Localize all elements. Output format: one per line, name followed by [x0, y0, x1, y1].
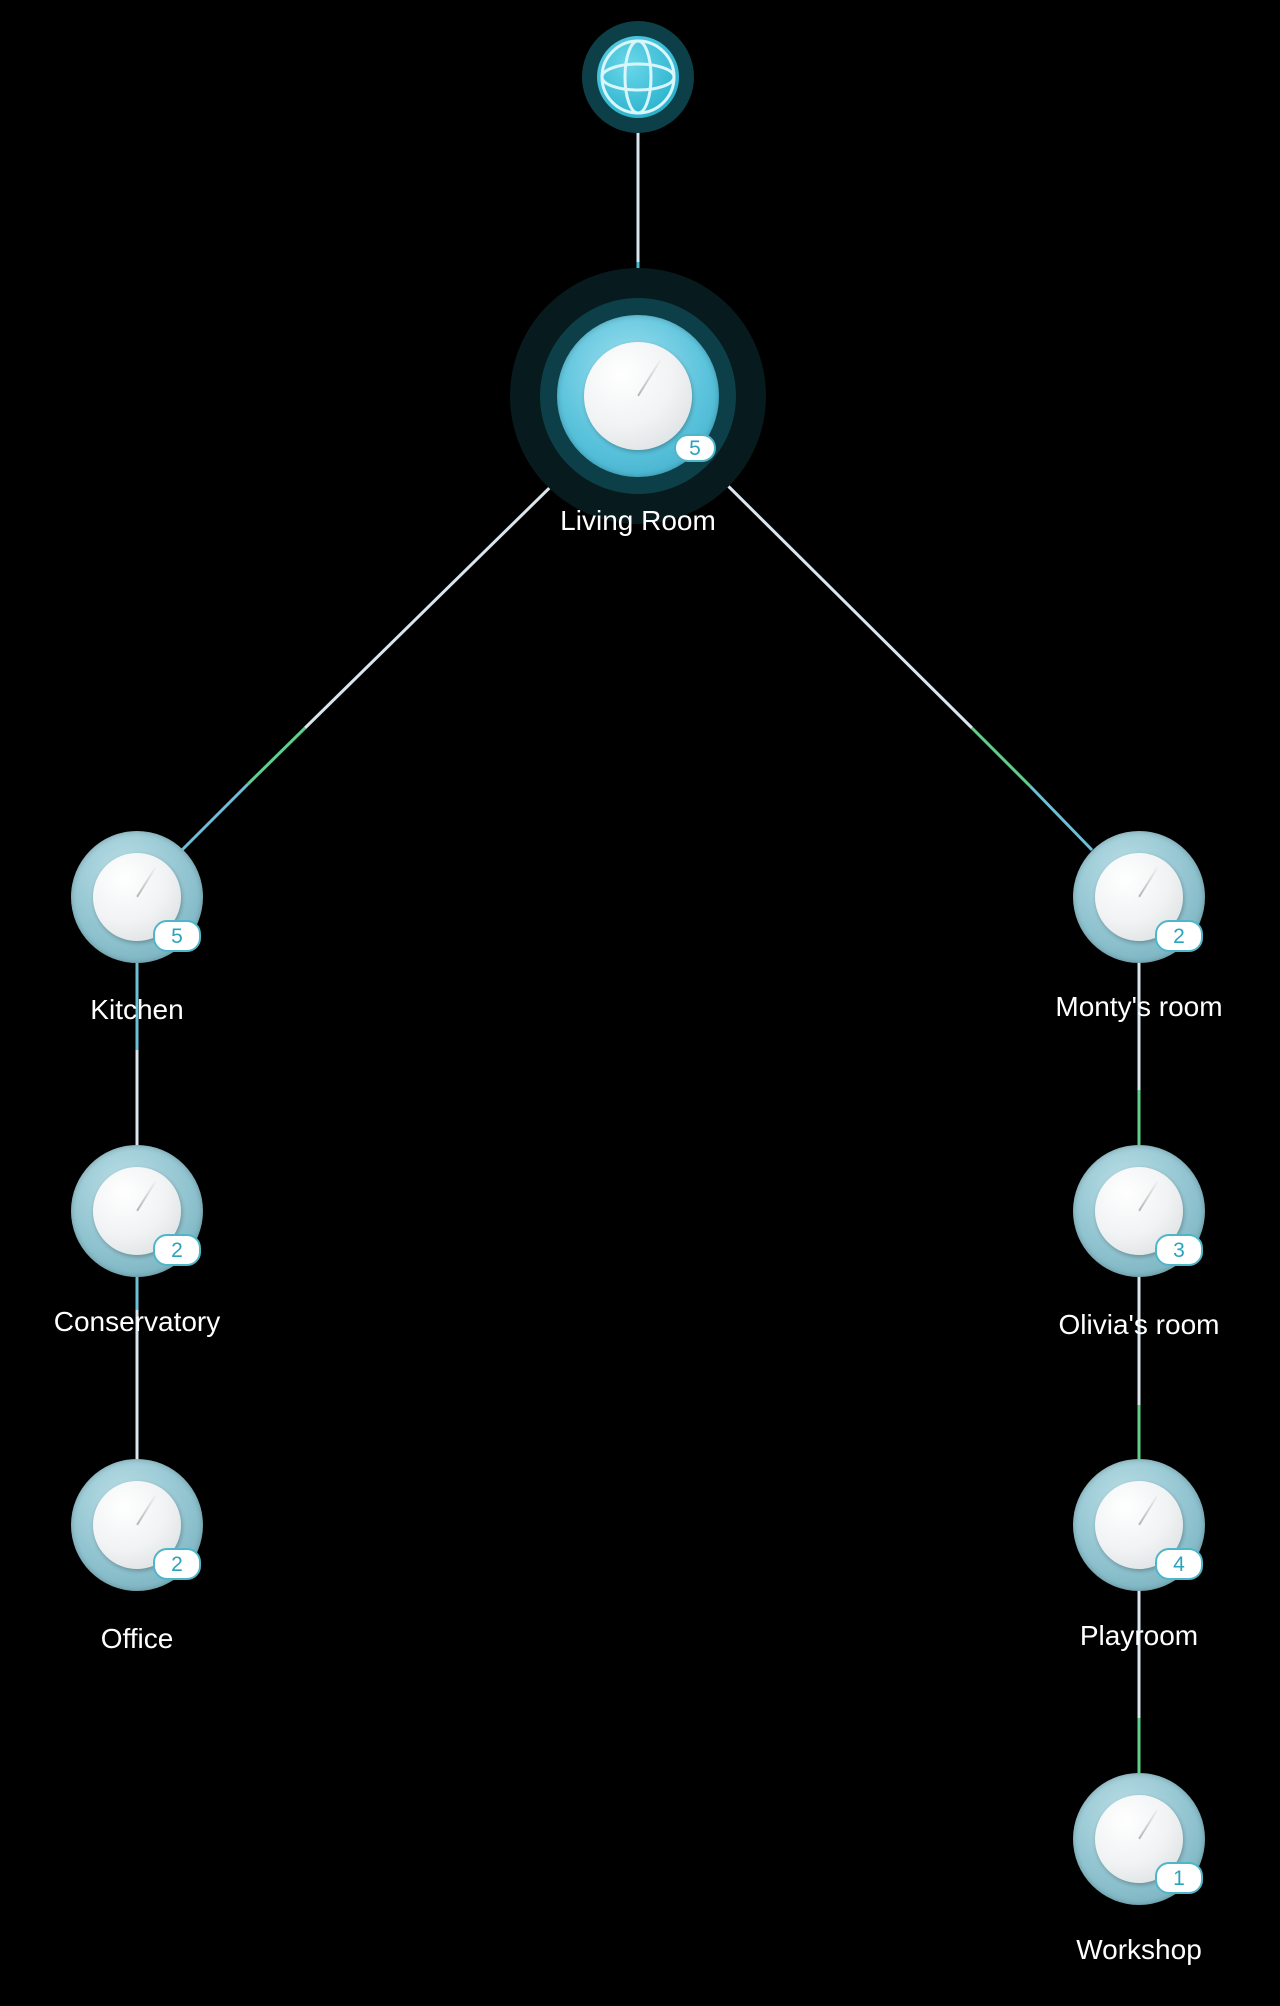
internet-globe-background	[597, 36, 679, 118]
node-conservatory[interactable]: 2	[71, 1145, 203, 1277]
node-label-playroom: Playroom	[1079, 1620, 1199, 1651]
client-count-badge: 5	[153, 920, 201, 952]
node-workshop[interactable]: 1	[1073, 1773, 1205, 1905]
deco-device-icon	[584, 342, 692, 450]
globe-icon	[600, 39, 676, 115]
client-count-badge: 3	[1155, 1234, 1203, 1266]
node-label-olivias-room: Olivia's room	[1058, 1309, 1220, 1340]
node-office[interactable]: 2	[71, 1459, 203, 1591]
client-count-badge: 2	[153, 1548, 201, 1580]
link-living-room-montys-room-tail	[1028, 784, 1094, 852]
client-count-badge: 2	[153, 1234, 201, 1266]
link-living-room-montys-room-strong	[970, 726, 1032, 788]
internet-node[interactable]	[582, 21, 694, 133]
node-label-living-room: Living Room	[560, 505, 716, 536]
client-count-badge: 4	[1155, 1548, 1203, 1580]
node-kitchen[interactable]: 5	[71, 831, 203, 963]
link-living-room-montys-room	[710, 468, 974, 730]
node-label-office: Office	[100, 1623, 174, 1654]
link-living-room-kitchen	[303, 451, 587, 730]
node-living-room[interactable]: 5	[510, 268, 766, 524]
node-olivias-room[interactable]: 3	[1073, 1145, 1205, 1277]
node-label-montys-room: Monty's room	[1055, 991, 1223, 1022]
node-label-workshop: Workshop	[1076, 1934, 1202, 1965]
link-living-room-kitchen-tail	[180, 782, 250, 852]
node-label-conservatory: Conservatory	[53, 1306, 221, 1337]
client-count-badge: 5	[674, 434, 716, 462]
node-montys-room[interactable]: 2	[1073, 831, 1205, 963]
client-count-badge: 1	[1155, 1862, 1203, 1894]
node-label-kitchen: Kitchen	[90, 994, 184, 1025]
client-count-badge: 2	[1155, 920, 1203, 952]
link-living-room-kitchen-strong	[246, 726, 307, 786]
node-playroom[interactable]: 4	[1073, 1459, 1205, 1591]
